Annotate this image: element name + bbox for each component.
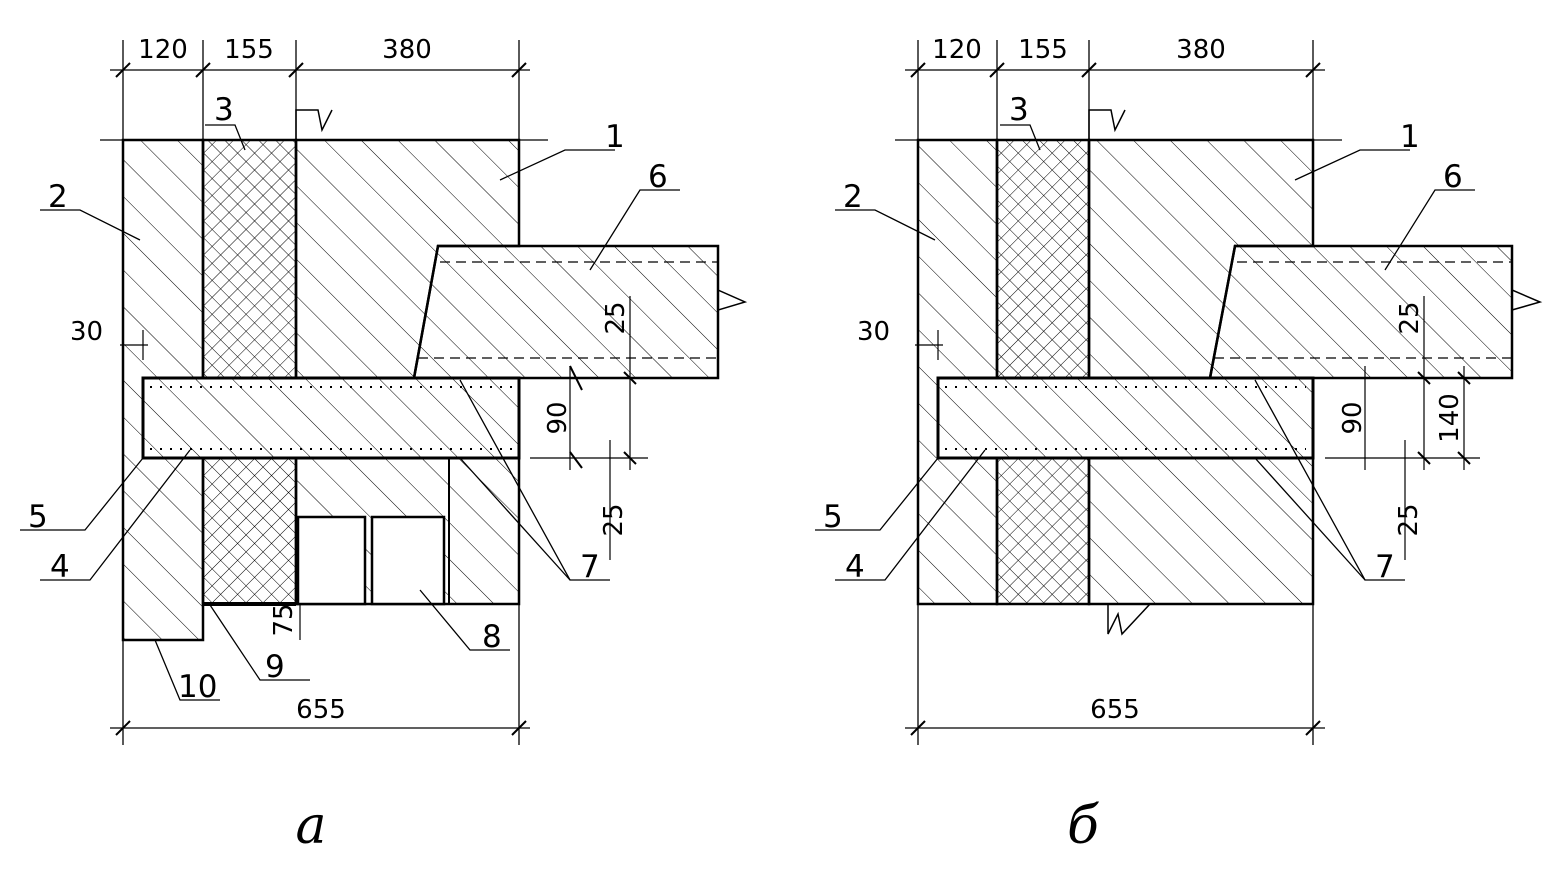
block-8-right bbox=[370, 515, 446, 606]
dim-side-25-upper-b: 25 bbox=[1395, 301, 1425, 334]
callout-7-b: 7 bbox=[1375, 549, 1395, 585]
lintel-beam bbox=[141, 376, 521, 460]
dim-top-155-b: 155 bbox=[1018, 35, 1068, 65]
dim-side-30-b: 30 bbox=[857, 317, 890, 347]
top-dimension-chain-b bbox=[905, 40, 1325, 140]
outer-brick-layer-b bbox=[916, 138, 999, 606]
panel-a: 120 155 380 bbox=[20, 35, 748, 856]
callout-7: 7 bbox=[580, 549, 600, 585]
block-8-left bbox=[296, 515, 367, 606]
break-symbol-top-b bbox=[1088, 109, 1126, 140]
side-dimension-chain bbox=[120, 296, 648, 640]
dim-side-90: 90 bbox=[543, 401, 573, 434]
callout-2: 2 bbox=[48, 179, 68, 215]
break-symbol-top bbox=[295, 109, 333, 140]
dim-side-140-b: 140 bbox=[1435, 393, 1465, 443]
break-symbol-slab-b bbox=[1511, 246, 1543, 378]
panel-b: 120 155 380 bbox=[815, 35, 1543, 856]
caption-b: б bbox=[1067, 796, 1099, 856]
lintel-beam-b bbox=[936, 376, 1315, 460]
dim-bottom-655: 655 bbox=[296, 695, 346, 725]
dim-top-155: 155 bbox=[224, 35, 274, 65]
bottom-dimension bbox=[110, 604, 530, 745]
callout-6-b: 6 bbox=[1443, 159, 1463, 195]
insulation-upper-b bbox=[995, 138, 1091, 380]
insulation-lower bbox=[201, 456, 298, 606]
callout-leaders-b bbox=[815, 124, 1475, 581]
callout-2-b: 2 bbox=[843, 179, 863, 215]
lower-inner-wall-b bbox=[1087, 456, 1315, 606]
insulation-lower-b bbox=[995, 456, 1091, 606]
break-symbol-bottom-b bbox=[1107, 603, 1151, 636]
side-dimension-chain-b bbox=[915, 296, 1480, 560]
callout-4-b: 4 bbox=[845, 549, 865, 585]
callout-10: 10 bbox=[178, 669, 217, 705]
dim-side-25-lower: 25 bbox=[599, 503, 629, 536]
top-dimension-chain bbox=[110, 40, 530, 140]
callout-6: 6 bbox=[648, 159, 668, 195]
break-symbol-slab bbox=[717, 246, 748, 378]
callout-5-b: 5 bbox=[823, 499, 843, 535]
callout-3: 3 bbox=[214, 92, 234, 128]
insulation-upper bbox=[201, 138, 298, 380]
dim-side-25-lower-b: 25 bbox=[1394, 503, 1424, 536]
callout-4: 4 bbox=[50, 549, 70, 585]
dim-top-120: 120 bbox=[138, 35, 188, 65]
dim-side-90-b: 90 bbox=[1338, 401, 1368, 434]
dim-top-120-b: 120 bbox=[932, 35, 982, 65]
dim-top-380-b: 380 bbox=[1176, 35, 1226, 65]
dim-top-380: 380 bbox=[382, 35, 432, 65]
callout-9: 9 bbox=[265, 649, 285, 685]
callout-leaders bbox=[20, 124, 680, 701]
callout-8: 8 bbox=[482, 619, 502, 655]
caption-a: а bbox=[295, 796, 326, 856]
callout-1: 1 bbox=[605, 119, 625, 155]
callout-5: 5 bbox=[28, 499, 48, 535]
callout-3-b: 3 bbox=[1009, 92, 1029, 128]
dim-side-30: 30 bbox=[70, 317, 103, 347]
bottom-dimension-b bbox=[905, 604, 1325, 745]
dim-side-25-upper: 25 bbox=[601, 301, 631, 334]
dim-bottom-655-b: 655 bbox=[1090, 695, 1140, 725]
callout-1-b: 1 bbox=[1400, 119, 1420, 155]
dim-side-75: 75 bbox=[269, 603, 299, 636]
